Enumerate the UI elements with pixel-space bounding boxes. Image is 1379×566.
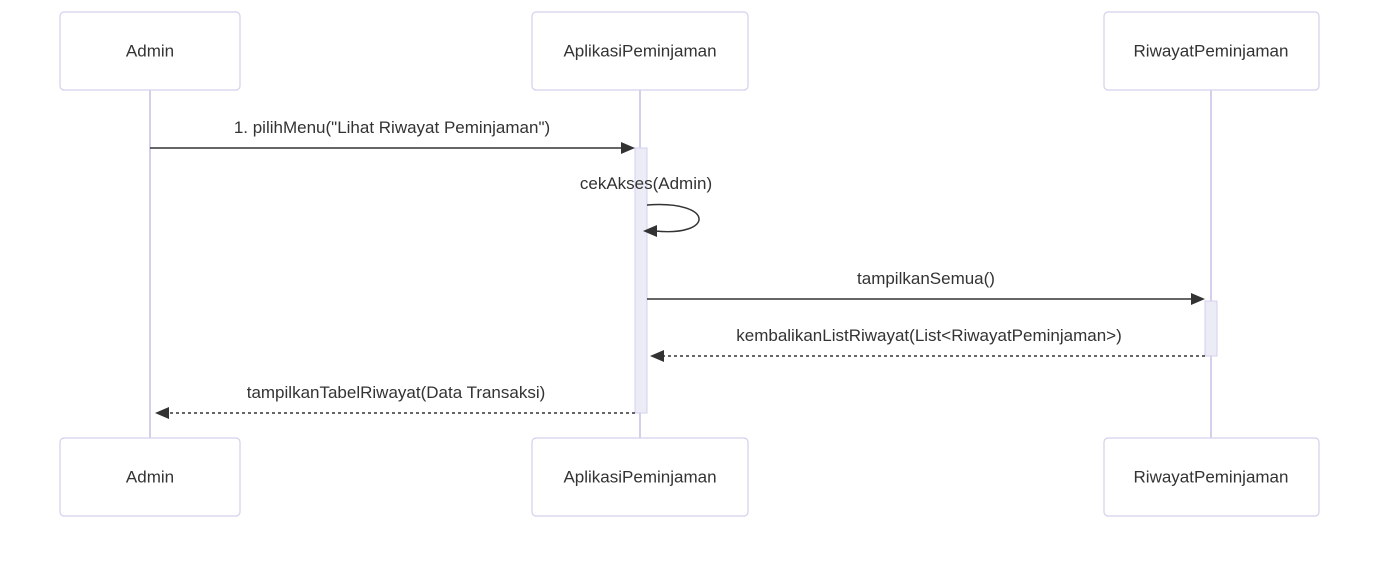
actor-aplikasi-peminjaman-bottom-label: AplikasiPeminjaman	[563, 468, 716, 487]
actor-aplikasi-peminjaman-top-label: AplikasiPeminjaman	[563, 42, 716, 61]
message-tampilkan-semua: tampilkanSemua()	[647, 269, 1205, 305]
activation-aplikasi-peminjaman	[634, 147, 648, 414]
actor-admin-bottom: Admin	[59, 437, 241, 517]
actor-riwayat-peminjaman-top-label: RiwayatPeminjaman	[1134, 42, 1289, 61]
message-kembalikan-list-riwayat: kembalikanListRiwayat(List<RiwayatPeminj…	[650, 326, 1205, 362]
message-pilih-menu-label: 1. pilihMenu("Lihat Riwayat Peminjaman")	[234, 118, 550, 137]
message-tampilkan-tabel-riwayat-label: tampilkanTabelRiwayat(Data Transaksi)	[247, 383, 546, 402]
actor-admin-bottom-label: Admin	[126, 468, 174, 487]
message-cek-akses: cekAkses(Admin)	[580, 174, 712, 237]
arrow-left-icon	[155, 407, 169, 419]
actor-riwayat-peminjaman-bottom-label: RiwayatPeminjaman	[1134, 468, 1289, 487]
actor-aplikasi-peminjaman-top: AplikasiPeminjaman	[531, 11, 749, 91]
message-tampilkan-tabel-riwayat: tampilkanTabelRiwayat(Data Transaksi)	[155, 383, 635, 419]
message-cek-akses-label: cekAkses(Admin)	[580, 174, 712, 193]
actor-aplikasi-peminjaman-bottom: AplikasiPeminjaman	[531, 437, 749, 517]
actor-riwayat-peminjaman-bottom: RiwayatPeminjaman	[1103, 437, 1320, 517]
message-kembalikan-list-riwayat-label: kembalikanListRiwayat(List<RiwayatPeminj…	[736, 326, 1122, 345]
arrow-right-icon	[1191, 293, 1205, 305]
arrow-right-icon	[621, 142, 635, 154]
actor-riwayat-peminjaman-top: RiwayatPeminjaman	[1103, 11, 1320, 91]
message-pilih-menu: 1. pilihMenu("Lihat Riwayat Peminjaman")	[150, 118, 635, 154]
actor-admin-top-label: Admin	[126, 42, 174, 61]
message-tampilkan-semua-label: tampilkanSemua()	[857, 269, 995, 288]
arrow-left-icon	[643, 225, 657, 237]
activation-riwayat-peminjaman	[1204, 300, 1218, 357]
actor-admin-top: Admin	[59, 11, 241, 91]
arrow-left-icon	[650, 350, 664, 362]
